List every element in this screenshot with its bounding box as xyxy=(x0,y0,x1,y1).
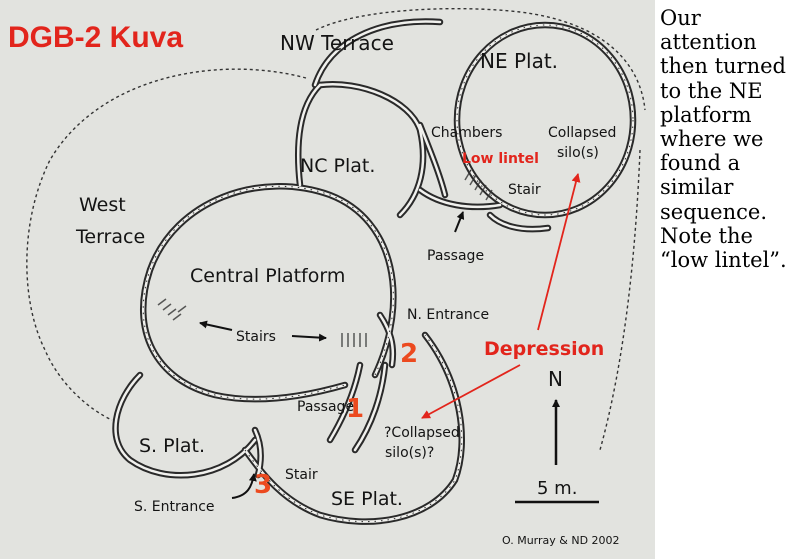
ne-stair-hatch xyxy=(464,169,493,201)
depression-arrow-se xyxy=(421,364,521,419)
label-s-entrance: S. Entrance xyxy=(134,499,215,515)
nw-terrace-outline xyxy=(315,7,646,111)
label-passage-ne: Passage xyxy=(427,248,484,264)
label-chambers: Chambers xyxy=(431,125,502,141)
label-low-lintel: Low lintel xyxy=(462,151,539,167)
west-stair-hatch xyxy=(157,298,187,321)
label-collapsed-silos-ne: Collapsed silo(s) xyxy=(548,125,621,161)
label-stair-ne: Stair xyxy=(508,182,541,198)
figure-title: DGB-2 Kuva xyxy=(8,21,183,54)
depression-arrow-ne xyxy=(537,173,581,331)
label-n-entrance: N. Entrance xyxy=(407,307,489,323)
marker-1: 1 xyxy=(346,394,364,424)
label-nc-plat: NC Plat. xyxy=(300,155,375,177)
east-stair-hatch xyxy=(341,333,367,347)
marker-3: 3 xyxy=(254,470,272,500)
label-passage-s: Passage xyxy=(297,399,354,415)
site-plan: DGB-2 Kuva NW Terrace NE Plat. Chambers … xyxy=(0,0,655,559)
marker-2: 2 xyxy=(400,339,418,369)
label-scale: 5 m. xyxy=(537,478,577,499)
s-entrance-arrow xyxy=(231,473,257,499)
east-boundary-outline xyxy=(599,149,641,451)
central-platform-wall xyxy=(139,183,397,403)
passage-arrow xyxy=(454,211,465,233)
label-s-plat: S. Plat. xyxy=(139,435,205,457)
west-terrace-outline xyxy=(26,68,307,421)
stairs-arrow-left xyxy=(199,320,233,331)
label-stair-s: Stair xyxy=(285,467,318,483)
label-depression: Depression xyxy=(484,338,604,360)
label-ne-plat: NE Plat. xyxy=(480,49,558,73)
label-central-platform: Central Platform xyxy=(190,265,345,287)
caption-text: Our attention then turned to the NE plat… xyxy=(660,6,787,273)
label-north: N xyxy=(548,367,563,391)
credit: O. Murray & ND 2002 xyxy=(502,534,620,547)
label-stairs: Stairs xyxy=(236,329,276,345)
site-plan-drawing: DGB-2 Kuva NW Terrace NE Plat. Chambers … xyxy=(8,7,646,547)
stairs-arrow-right xyxy=(291,333,327,342)
label-nw-terrace: NW Terrace xyxy=(280,31,394,55)
label-se-plat: SE Plat. xyxy=(331,488,403,510)
